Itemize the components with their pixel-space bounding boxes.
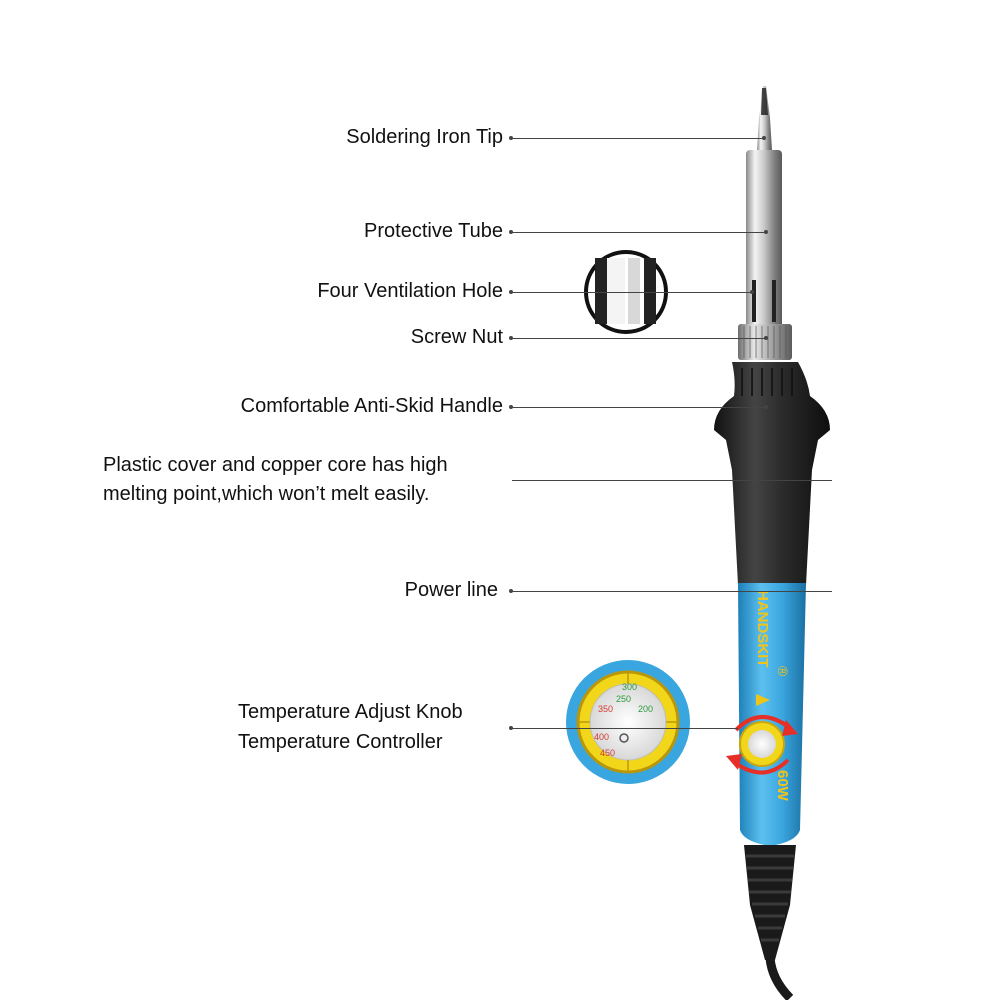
callout-plastic-line1: Plastic cover and copper core has high — [103, 454, 448, 476]
leader-dot — [509, 136, 513, 140]
leader-dot — [509, 726, 513, 730]
callout-knob-line1: Temperature Adjust Knob — [238, 701, 463, 723]
leader-dot — [509, 589, 513, 593]
dial-value: 350 — [598, 704, 613, 714]
rotate-arrow-icon — [732, 758, 790, 775]
soldering-tip — [757, 86, 772, 150]
leader-knob — [512, 728, 738, 729]
callout-handle: Comfortable Anti-Skid Handle — [240, 395, 503, 417]
power-cable — [744, 845, 796, 1000]
leader-dot — [509, 336, 513, 340]
dial-value: 200 — [638, 704, 653, 714]
brand-mark: HANDSKIT — [754, 590, 771, 668]
leader-power — [512, 591, 832, 592]
leader-dot — [509, 405, 513, 409]
leader-dot — [764, 405, 768, 409]
protective-tube — [746, 150, 782, 328]
leader-dot — [509, 290, 513, 294]
dial-value: 250 — [616, 694, 631, 704]
leader-dot — [762, 136, 766, 140]
callout-knob-line2: Temperature Controller — [238, 731, 443, 753]
leader-plastic — [512, 480, 832, 481]
leader-dot — [764, 230, 768, 234]
callout-tip: Soldering Iron Tip — [346, 126, 503, 148]
leader-dot — [509, 230, 513, 234]
knob-detail: 200 250 300 350 400 450 — [566, 660, 690, 784]
callout-power: Power line — [404, 579, 498, 601]
callout-tube: Protective Tube — [364, 220, 503, 242]
dial-value: 400 — [594, 732, 609, 742]
body-knob — [726, 715, 798, 775]
dial-value: 300 — [622, 682, 637, 692]
anti-skid-handle — [714, 362, 830, 585]
callout-vent: Four Ventilation Hole — [317, 280, 503, 302]
callout-plastic-line2: melting point,which won’t melt easily. — [103, 483, 430, 505]
leader-tube — [512, 232, 766, 233]
leader-handle — [512, 407, 766, 408]
leader-dot — [750, 290, 754, 294]
leader-vent — [512, 292, 752, 293]
leader-dot — [764, 336, 768, 340]
callout-nut: Screw Nut — [410, 326, 503, 348]
dial-value: 450 — [600, 748, 615, 758]
rotate-arrow-icon — [734, 715, 792, 732]
registered-mark: ® — [775, 666, 791, 677]
blue-body: HANDSKIT ® 60W — [738, 583, 806, 846]
screw-nut — [738, 324, 792, 360]
leader-tip — [512, 138, 762, 139]
leader-nut — [512, 338, 766, 339]
indicator-arrow-icon — [756, 694, 770, 706]
wattage-mark: 60W — [774, 770, 791, 802]
